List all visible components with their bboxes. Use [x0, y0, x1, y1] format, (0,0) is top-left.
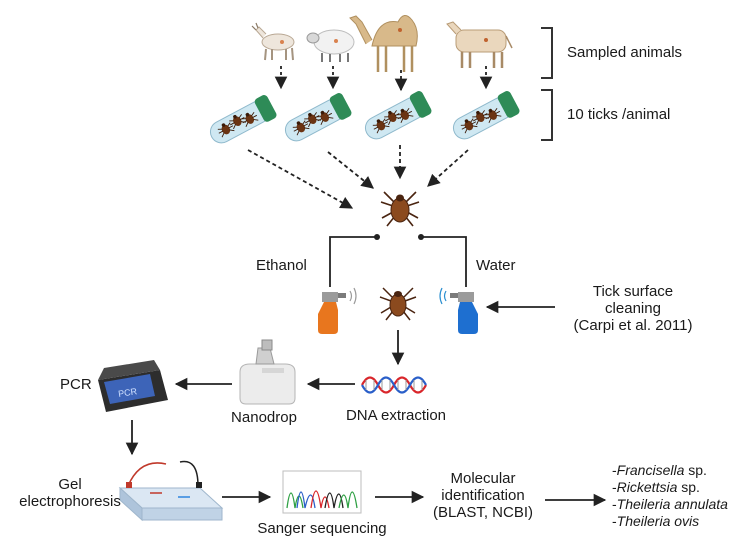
tick-surface-cleaning-label: Tick surface cleaning (Carpi et al. 2011…: [574, 283, 693, 334]
ethanol-spray-bottle-icon: [318, 287, 357, 334]
result-prefix: -: [612, 496, 617, 512]
tick-tube-1: [209, 95, 277, 144]
pcr-label: PCR: [60, 376, 92, 393]
animal-to-tube-arrows: [274, 66, 493, 92]
sanger-sequencing-label: Sanger sequencing: [257, 520, 387, 537]
nanodrop-icon: [239, 339, 296, 405]
water-spray-bottle-icon: [439, 287, 478, 334]
goat-icon: [251, 22, 295, 61]
result-organism: Francisella: [616, 462, 685, 478]
connector-dot-left: [374, 234, 380, 240]
result-prefix: -: [612, 479, 617, 495]
molecular-identification-label: Molecular identification (BLAST, NCBI): [433, 470, 533, 521]
gel-electrophoresis-icon: [118, 460, 224, 522]
results-list: -Francisella sp. -Rickettsia sp. -Theile…: [612, 462, 728, 530]
result-suffix: sp.: [677, 479, 700, 495]
result-suffix: sp.: [684, 462, 707, 478]
sampled-animals-label: Sampled animals: [567, 44, 683, 61]
dna-helix-icon: [361, 376, 427, 394]
molecular-label-line-3: (BLAST, NCBI): [432, 504, 534, 521]
tick-icon: [380, 191, 420, 227]
gel-label-line-1: Gel: [58, 476, 82, 493]
ticks-per-animal-label: 10 ticks /animal: [567, 106, 671, 123]
result-organism: Theileria ovis: [616, 513, 700, 529]
sanger-chromatogram-icon: [282, 470, 362, 514]
result-item: -Rickettsia sp.: [612, 479, 728, 496]
tick-surface-cleaning-citation: (Carpi et al. 2011): [573, 317, 693, 334]
molecular-label-line-2: identification: [441, 487, 525, 504]
result-item: -Francisella sp.: [612, 462, 728, 479]
tick-tube-2: [284, 93, 352, 142]
result-item: -Theileria annulata: [612, 496, 728, 513]
ethanol-label: Ethanol: [256, 257, 307, 274]
result-prefix: -: [612, 462, 617, 478]
gel-electrophoresis-label: Gel electrophoresis: [19, 476, 121, 510]
nanodrop-label: Nanodrop: [231, 409, 297, 426]
tick-surface-cleaning-line-1: Tick surface: [592, 283, 674, 300]
pcr-machine-icon: PCR: [98, 360, 168, 412]
ticks-bracket: [541, 89, 553, 141]
tube-to-tick-arrows: [247, 145, 469, 209]
sheep-icon: [306, 29, 355, 62]
gel-label-line-2: electrophoresis: [19, 493, 121, 510]
result-organism: Theileria annulata: [616, 496, 728, 512]
cleaning-connectors: [329, 236, 467, 287]
result-item: -Theileria ovis: [612, 513, 728, 530]
result-prefix: -: [612, 513, 617, 529]
cow-icon: [446, 21, 513, 68]
molecular-label-line-1: Molecular: [450, 470, 516, 487]
water-label: Water: [476, 257, 516, 274]
camel-icon: [349, 15, 418, 72]
dna-extraction-label: DNA extraction: [345, 407, 447, 424]
tick-icon-cleaning: [379, 287, 417, 321]
connector-dot-right: [418, 234, 424, 240]
result-organism: Rickettsia: [616, 479, 678, 495]
animals-bracket: [541, 27, 553, 79]
pcr-screen-text: PCR: [117, 386, 138, 399]
tick-tube-3: [364, 91, 432, 140]
tick-surface-cleaning-line-2: cleaning: [605, 300, 661, 317]
tick-tube-4: [452, 91, 520, 140]
